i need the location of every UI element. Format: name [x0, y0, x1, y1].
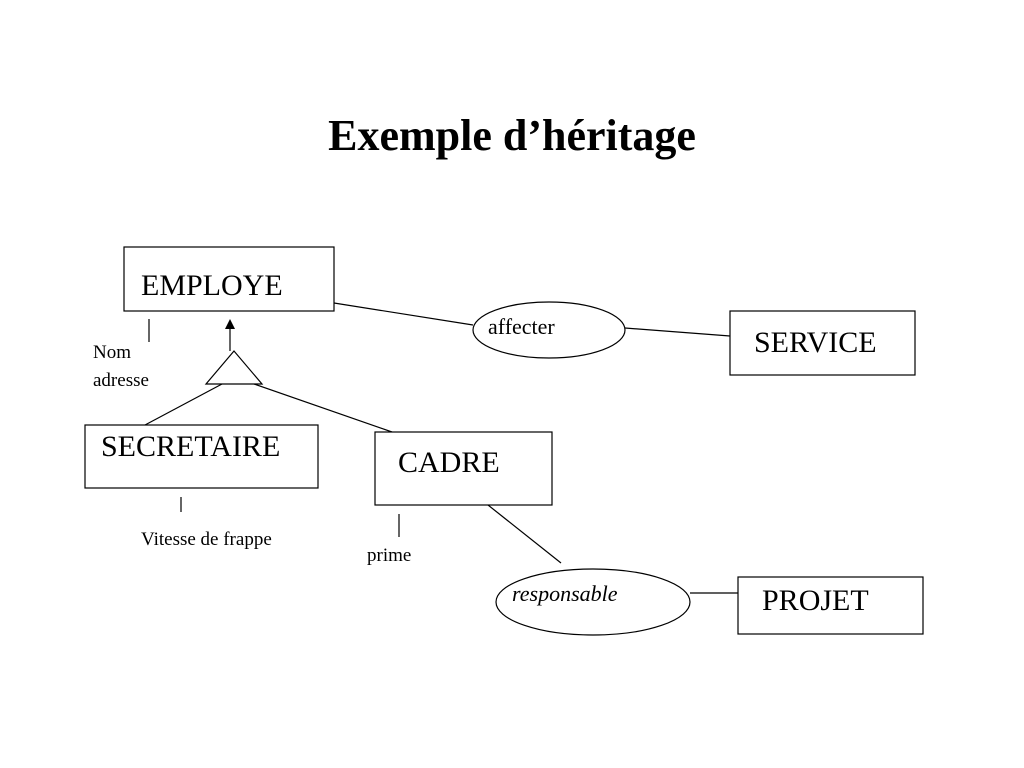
inheritance-triangle-icon — [204, 350, 264, 385]
link-cadre-inheritance — [253, 383, 393, 433]
attribute-cadre-prime: prime — [367, 545, 411, 566]
link-affecter-service — [624, 327, 731, 337]
page-title: Exemple d’héritage — [328, 111, 696, 160]
association-responsable-label: responsable — [512, 581, 618, 606]
association-affecter: affecter — [472, 301, 626, 359]
entity-service-box — [729, 310, 916, 376]
entity-secretaire-box — [84, 424, 319, 489]
link-employe-affecter — [333, 302, 474, 326]
inheritance-arrow-head-icon — [225, 319, 235, 329]
link-secretaire-inheritance — [144, 383, 223, 426]
entity-projet-label: PROJET — [762, 584, 869, 617]
attribute-employe-adresse: adresse — [93, 370, 149, 391]
attribute-secretaire-vitesse: Vitesse de frappe — [141, 529, 272, 550]
entity-cadre-label: CADRE — [398, 446, 500, 479]
association-responsable: responsable — [495, 568, 691, 636]
entity-employe-box — [123, 246, 335, 312]
entity-cadre: CADRE — [374, 431, 553, 506]
association-affecter-ellipse — [472, 301, 626, 359]
entity-projet-box — [737, 576, 924, 635]
entity-employe: EMPLOYE — [123, 246, 335, 312]
entity-service-label: SERVICE — [754, 326, 877, 359]
association-affecter-label: affecter — [488, 314, 555, 339]
association-responsable-ellipse — [495, 568, 691, 636]
entity-service: SERVICE — [729, 310, 916, 376]
entity-projet: PROJET — [737, 576, 924, 635]
entity-employe-label: EMPLOYE — [141, 269, 283, 302]
attribute-employe-nom: Nom — [93, 342, 131, 363]
link-cadre-responsable — [487, 504, 562, 564]
entity-secretaire: SECRETAIRE — [84, 424, 319, 489]
entity-secretaire-label: SECRETAIRE — [101, 430, 280, 463]
entity-cadre-box — [374, 431, 553, 506]
